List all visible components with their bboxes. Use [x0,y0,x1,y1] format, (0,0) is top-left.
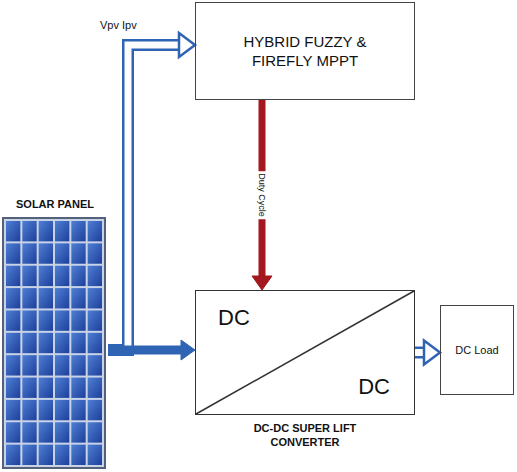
signal-arrow [415,341,440,365]
panel-cell [88,422,102,442]
panel-cell [6,422,20,442]
panel-cell [6,355,20,375]
arrow-outline [415,347,424,359]
arrow-shaft [108,346,181,355]
panel-cell [39,378,53,398]
panel-cell [22,221,36,241]
panel-cell [55,333,69,353]
panel-cell [71,422,85,442]
panel-cell [71,266,85,286]
panel-cell [6,266,20,286]
panel-cell [55,288,69,308]
panel-cell [22,333,36,353]
arrow-inner [108,45,179,350]
panel-cell [88,288,102,308]
panel-cell [55,400,69,420]
panel-cell [88,266,102,286]
panel-cell [22,400,36,420]
solar-panel: SOLAR PANEL [2,196,108,470]
panel-cell [6,378,20,398]
panel-cell [39,355,53,375]
panel-cell [88,310,102,330]
panel-cell [88,355,102,375]
output-label: DC [358,374,390,400]
arrow-head [424,341,440,365]
panel-cell [22,422,36,442]
signal-arrow [252,100,272,290]
panel-cell [55,243,69,263]
panel-cell [55,422,69,442]
converter-diagonal [196,291,414,414]
panel-cell [71,243,85,263]
arrow-outline [108,45,179,350]
panel-cell [39,243,53,263]
panel-cell [6,445,20,465]
arrow-head [252,276,272,290]
panel-cell [39,422,53,442]
panel-cell [39,288,53,308]
panel-cell [71,400,85,420]
panel-cell [71,288,85,308]
signal-label: Vpv Ipv [98,19,139,31]
panel-cell [71,445,85,465]
panel-cell [6,243,20,263]
panel-cell [6,288,20,308]
panel-cell [22,266,36,286]
panel-cell [55,266,69,286]
converter-box: DCDCDC-DC SUPER LIFT CONVERTER [195,290,415,415]
panel-cell [71,221,85,241]
panel-cell [88,333,102,353]
panel-cell [22,445,36,465]
panel-cell [6,310,20,330]
signal-label: Duty Cycle [257,171,267,219]
panel-cell [71,310,85,330]
panel-cell [39,221,53,241]
panel-cell [22,310,36,330]
panel-cell [55,310,69,330]
panel-cell [88,445,102,465]
panel-cell [88,378,102,398]
load-box: DC Load [440,305,514,395]
panel-cell [22,355,36,375]
signal-arrow [108,340,195,360]
controller-label: HYBRID FUZZY & FIREFLY MPPT [235,32,375,70]
panel-cell [88,400,102,420]
panel-cell [39,445,53,465]
controller-box: HYBRID FUZZY & FIREFLY MPPT [195,2,415,100]
arrow-head [179,33,195,57]
panel-cell [39,333,53,353]
panel-cell [39,310,53,330]
panel-cell [55,221,69,241]
panel-cell [39,400,53,420]
signal-arrow [108,33,195,350]
arrow-inner [415,349,424,356]
converter-caption: DC-DC SUPER LIFT CONVERTER [230,421,380,449]
panel-cell [71,355,85,375]
panel-cell [71,333,85,353]
panel-cell [39,266,53,286]
panel-cell [88,243,102,263]
panel-cell [22,243,36,263]
panel-cell [71,378,85,398]
panel-frame [3,218,105,468]
panel-cell [88,221,102,241]
panel-cell [55,355,69,375]
panel-cell [6,333,20,353]
arrow-head [181,340,195,360]
load-label: DC Load [455,344,498,356]
input-label: DC [218,305,250,331]
panel-cell [55,378,69,398]
panel-cell [6,400,20,420]
panel-cell [6,221,20,241]
panel-cell [22,288,36,308]
panel-cell [22,378,36,398]
panel-heading: SOLAR PANEL [2,198,108,210]
panel-cell [55,445,69,465]
